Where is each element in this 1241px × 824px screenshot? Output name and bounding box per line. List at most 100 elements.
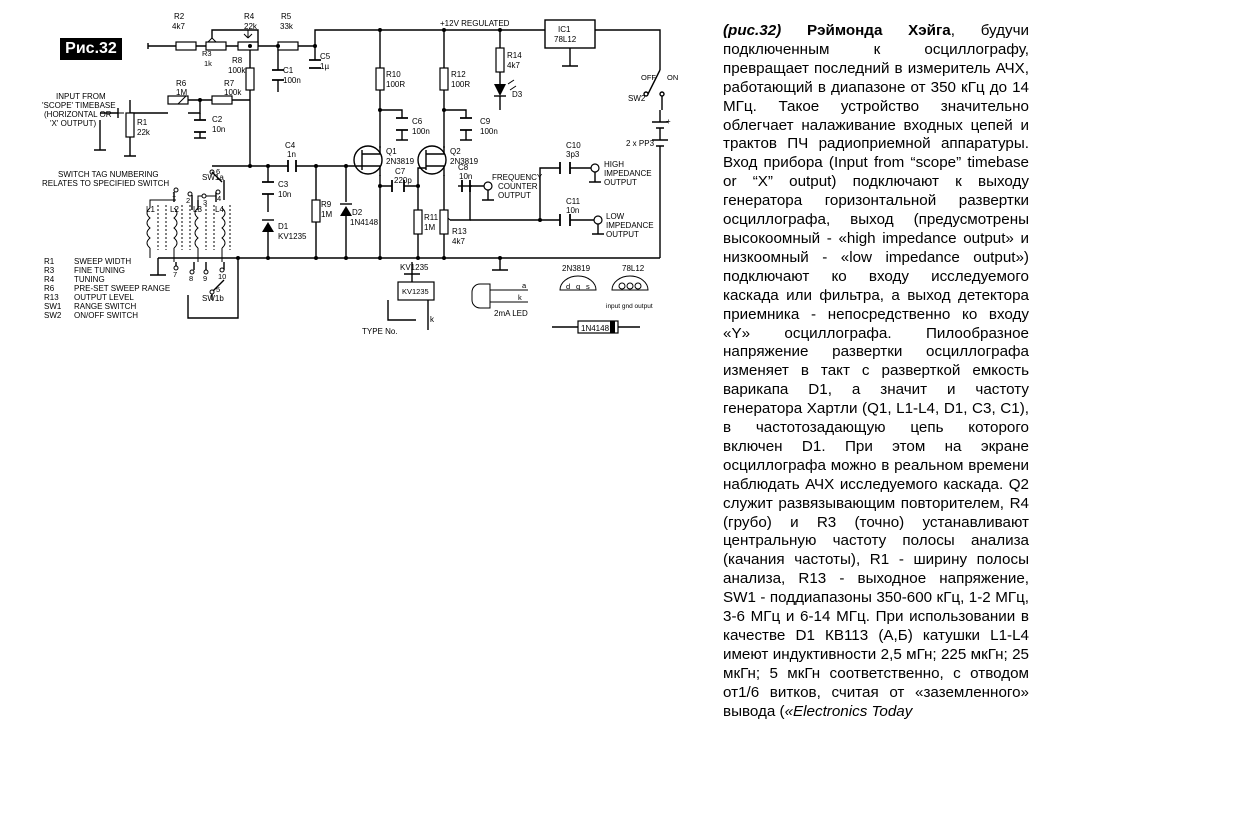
- value-r12: 100R: [451, 80, 470, 89]
- svg-text:8: 8: [189, 274, 193, 283]
- label-c8: C8: [458, 163, 469, 172]
- kv-k-label: k: [430, 315, 435, 324]
- label-l4: L4: [215, 205, 224, 214]
- label-r3: R3: [202, 49, 212, 58]
- package-outlines: [559, 275, 649, 291]
- svg-text:6: 6: [216, 167, 220, 176]
- on-label: ON: [667, 73, 678, 82]
- fets: [353, 145, 447, 176]
- label-r4: R4: [244, 12, 255, 21]
- value-r14: 4k7: [507, 61, 520, 70]
- label-c1: C1: [283, 66, 294, 75]
- value-r3: 1k: [204, 59, 212, 68]
- label-c10: C10: [566, 141, 581, 150]
- value-c11: 10n: [566, 206, 579, 215]
- label-r12: R12: [451, 70, 466, 79]
- input-label-line1: INPUT FROM: [56, 92, 106, 101]
- input-label-line3: (HORIZONTAL OR: [44, 110, 112, 119]
- label-r7: R7: [224, 79, 235, 88]
- low-out-line3: OUTPUT: [606, 230, 639, 239]
- svg-text:1: 1: [172, 190, 176, 199]
- diode-outline: [552, 320, 640, 334]
- coils: [146, 195, 231, 262]
- label-r1: R1: [137, 118, 148, 127]
- svg-text:RANGE SWITCH: RANGE SWITCH: [74, 302, 136, 311]
- label-l3: L3: [193, 205, 202, 214]
- value-r11: 1M: [424, 223, 435, 232]
- label-c9: C9: [480, 117, 491, 126]
- value-d2: 1N4148: [350, 218, 379, 227]
- led-outline: [471, 283, 528, 309]
- capacitors: [194, 59, 571, 226]
- svg-text:R3: R3: [44, 266, 55, 275]
- value-c10: 3p3: [566, 150, 580, 159]
- label-sw1b: SW1b: [202, 294, 224, 303]
- kv-inner-label: KV1235: [402, 287, 429, 296]
- value-q2: 2N3819: [450, 157, 479, 166]
- value-c8: 10n: [459, 172, 472, 181]
- value-r6: 1M: [176, 88, 187, 97]
- figure-tag: Рис.32: [60, 38, 122, 60]
- label-c7: C7: [395, 167, 406, 176]
- article-body: , будучи подключенным к осциллографу, пр…: [723, 22, 1029, 720]
- switch-tag-numbers: 1 2 3 4 7 8 9 10 6 5: [172, 167, 226, 294]
- label-l1: L1: [146, 205, 155, 214]
- article-text: (рис.32) Рэймонда Хэйга, будучи подключе…: [723, 22, 1029, 722]
- junction-dots: [198, 28, 542, 260]
- svg-text:4: 4: [217, 194, 221, 203]
- value-c2: 10n: [212, 125, 225, 134]
- battery-label: 2 x PP3: [626, 139, 655, 148]
- svg-text:3: 3: [203, 198, 207, 207]
- label-r11: R11: [424, 213, 439, 222]
- circuit-schematic: R2 4k7 R3 1k R4 22k R5 33k C5 1µ R8 100k…: [42, 12, 678, 336]
- low-out-line2: IMPEDANCE: [606, 221, 654, 230]
- svg-text:R1: R1: [44, 257, 55, 266]
- tag-note-line2: RELATES TO SPECIFIED SWITCH: [42, 179, 169, 188]
- label-c2: C2: [212, 115, 223, 124]
- annotation-labels: +12V REGULATED INPUT FROM 'SCOPE' TIMEBA…: [42, 19, 678, 336]
- component-labels: R2 4k7 R3 1k R4 22k R5 33k C5 1µ R8 100k…: [137, 12, 646, 303]
- label-c11: C11: [566, 197, 581, 206]
- pins-78l12-label: input gnd output: [606, 303, 653, 310]
- wires: [94, 29, 668, 330]
- label-r13: R13: [452, 227, 467, 236]
- label-r6: R6: [176, 79, 187, 88]
- potentiometer-wipers: [118, 30, 451, 221]
- svg-text:OUTPUT LEVEL: OUTPUT LEVEL: [74, 293, 134, 302]
- label-r5: R5: [281, 12, 292, 21]
- label-r9: R9: [321, 200, 332, 209]
- svg-text:5: 5: [216, 285, 220, 294]
- svg-text:TUNING: TUNING: [74, 275, 105, 284]
- svg-text:s: s: [586, 282, 590, 291]
- off-label: OFF: [641, 73, 656, 82]
- value-r5: 33k: [280, 22, 294, 31]
- value-r8: 100k: [228, 66, 246, 75]
- label-q2: Q2: [450, 147, 461, 156]
- svg-text:2: 2: [186, 196, 190, 205]
- diodes: [262, 79, 517, 232]
- value-c4: 1n: [287, 150, 296, 159]
- svg-text:SW1: SW1: [44, 302, 62, 311]
- label-l2: L2: [170, 205, 179, 214]
- label-r14: R14: [507, 51, 522, 60]
- label-c6: C6: [412, 117, 423, 126]
- value-c7: 220p: [394, 176, 412, 185]
- label-q1: Q1: [386, 147, 397, 156]
- led-a-label: a: [522, 281, 527, 290]
- high-out-line1: HIGH: [604, 160, 624, 169]
- svg-text:PRE-SET SWEEP RANGE: PRE-SET SWEEP RANGE: [74, 284, 170, 293]
- source-citation: «Electronics Today: [784, 702, 913, 720]
- value-r7: 100k: [224, 88, 242, 97]
- kv1235-package: [397, 281, 435, 301]
- svg-text:R4: R4: [44, 275, 55, 284]
- value-r1: 22k: [137, 128, 151, 137]
- led-label: 2mA LED: [494, 309, 528, 318]
- value-r10: 100R: [386, 80, 405, 89]
- label-c4: C4: [285, 141, 296, 150]
- label-d1: D1: [278, 222, 289, 231]
- high-out-line2: IMPEDANCE: [604, 169, 652, 178]
- value-r13: 4k7: [452, 237, 465, 246]
- freq-out-line1: FREQUENCY: [492, 173, 543, 182]
- rotary-switch-contacts: [173, 169, 225, 295]
- label-d2: D2: [352, 208, 363, 217]
